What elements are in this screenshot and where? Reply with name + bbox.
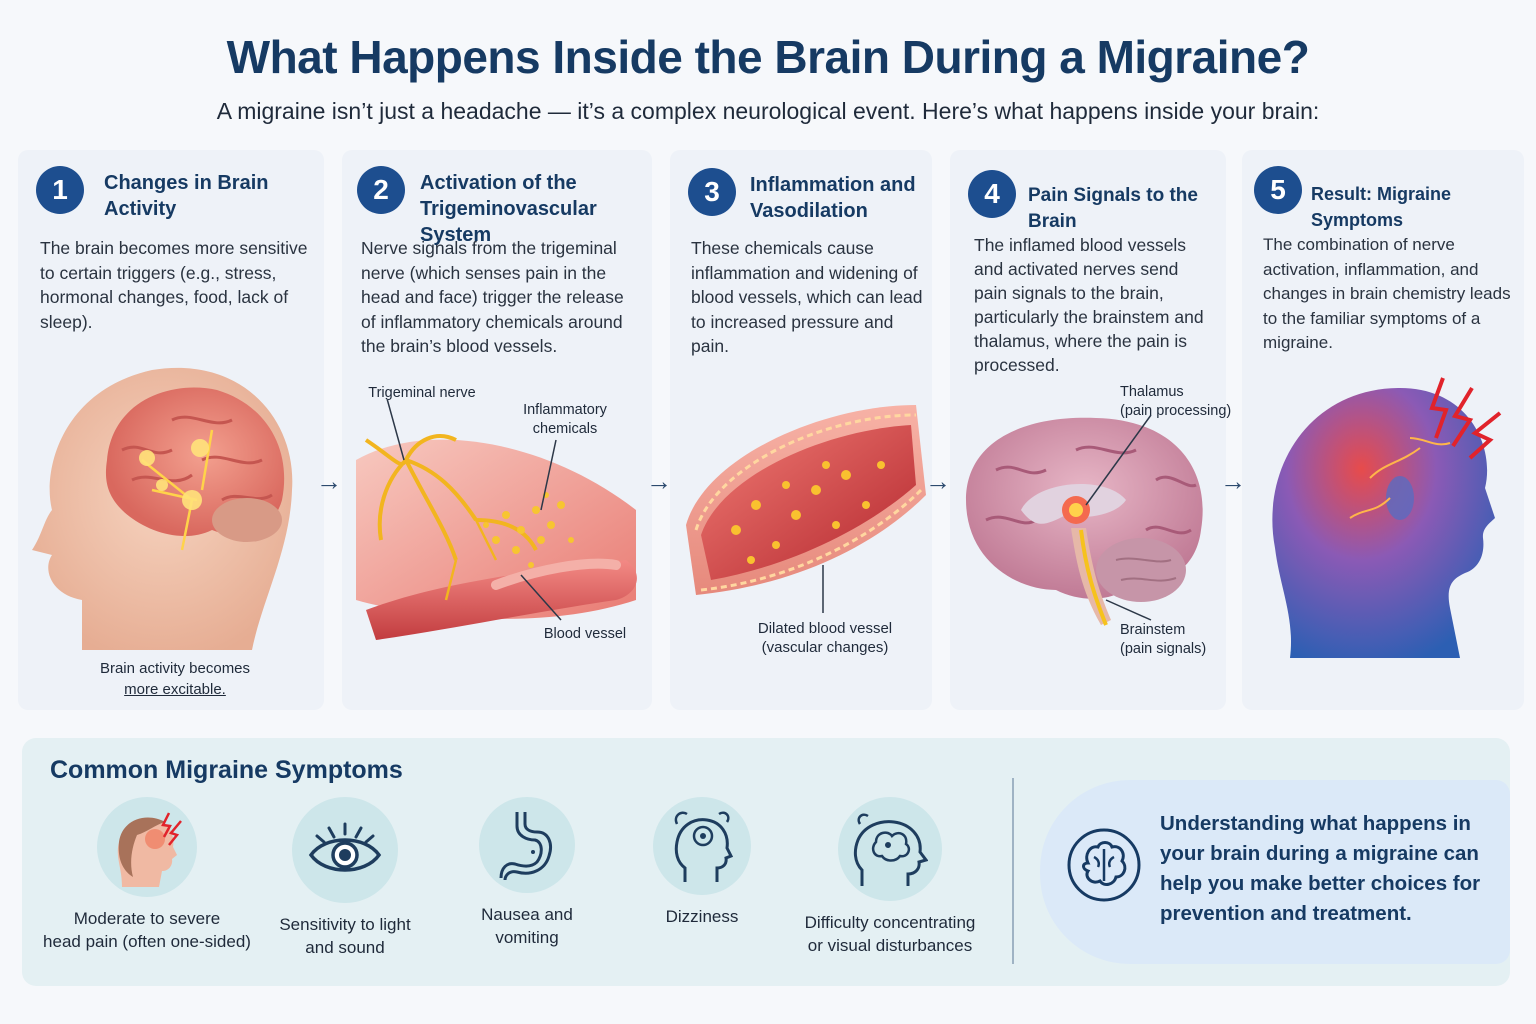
arrow-right-icon: →: [1220, 466, 1246, 496]
step-number-badge: 5: [1254, 166, 1302, 214]
info-note-text: Understanding what happens in your brain…: [1160, 812, 1481, 925]
dizzy-head-icon: [653, 797, 751, 895]
dilated-vessel-illustration: [686, 405, 926, 613]
step-title: Inflammation and Vasodilation: [750, 174, 916, 222]
info-note: [1040, 780, 1510, 964]
label-inflammatory-chemicals: Inflammatory chemicals: [523, 402, 607, 437]
arrow-right-icon: →: [646, 466, 672, 496]
step-title: Changes in Brain Activity: [104, 172, 269, 220]
brain-cross-section-illustration: [966, 414, 1203, 626]
arrow-right-icon: →: [925, 466, 951, 496]
step-title: Result: Migraine Symptoms: [1311, 184, 1452, 230]
step-number-badge: 3: [688, 168, 736, 216]
step-description: The brain becomes more sensitive to cert…: [40, 238, 308, 332]
label-dilated-vessel: Dilated blood vessel (vascular changes): [757, 620, 893, 656]
section-divider: [1012, 778, 1014, 964]
step-title: Activation of the Trigeminovascular Syst…: [420, 172, 597, 246]
eye-icon: [292, 797, 398, 903]
label-brainstem: Brainstem (pain signals): [1120, 622, 1207, 657]
stomach-icon: [479, 797, 575, 893]
page-title: What Happens Inside the Brain During a M…: [226, 31, 1310, 83]
step-description: These chemicals cause inflammation and w…: [691, 238, 923, 356]
page-subtitle: A migraine isn’t just a headache — it’s …: [216, 98, 1320, 124]
step-description: Nerve signals from the trigeminal nerve …: [361, 238, 624, 356]
step-caption: Brain activity becomes more excitable.: [99, 660, 251, 698]
trigeminal-nerve-illustration: [356, 400, 637, 640]
label-thalamus: Thalamus (pain processing): [1120, 384, 1232, 419]
step-number-badge: 2: [357, 166, 405, 214]
step-description: The inflamed blood vessels and activated…: [974, 235, 1204, 375]
head-brain-illustration: [32, 367, 293, 650]
symptoms-title: Common Migraine Symptoms: [50, 756, 403, 784]
step-description: The combination of nerve activation, inf…: [1263, 235, 1511, 352]
label-blood-vessel: Blood vessel: [543, 626, 627, 642]
head-pain-icon: [97, 797, 197, 897]
label-trigeminal-nerve: Trigeminal nerve: [368, 385, 476, 401]
step-title: Pain Signals to the Brain: [1028, 185, 1198, 232]
symptom-item: Dizziness: [632, 797, 772, 928]
confused-brain-icon: [838, 797, 942, 901]
arrow-right-icon: →: [316, 466, 342, 496]
step-number-badge: 4: [968, 170, 1016, 218]
step-number-badge: 1: [36, 166, 84, 214]
head-pain-illustration: [1272, 377, 1502, 658]
brain-outline-icon: [1067, 828, 1141, 902]
